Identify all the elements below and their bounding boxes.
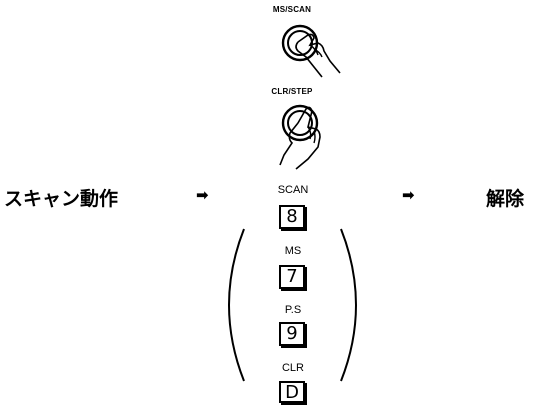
ms-key-label: MS (284, 245, 302, 257)
right-parenthesis (340, 228, 357, 382)
arrow-right-icon: ➡ (196, 186, 209, 204)
clr-key-label: CLR (281, 362, 304, 374)
ms-scan-label: MS/SCAN (272, 5, 312, 14)
key-d[interactable]: D (279, 381, 305, 403)
scan-key-label: SCAN (277, 184, 309, 196)
left-parenthesis (228, 228, 245, 382)
scan-operation-label: スキャン動作 (4, 188, 119, 210)
ps-key-label: P.S (284, 304, 302, 316)
release-label: 解除 (486, 188, 525, 210)
clr-step-label: CLR/STEP (271, 87, 313, 96)
ms-scan-hand-icon (281, 24, 341, 78)
arrow-right-icon: ➡ (402, 186, 415, 204)
clr-step-hand-icon (279, 104, 321, 170)
key-9[interactable]: 9 (279, 322, 305, 346)
key-7[interactable]: 7 (279, 265, 305, 289)
key-8[interactable]: 8 (279, 205, 305, 229)
